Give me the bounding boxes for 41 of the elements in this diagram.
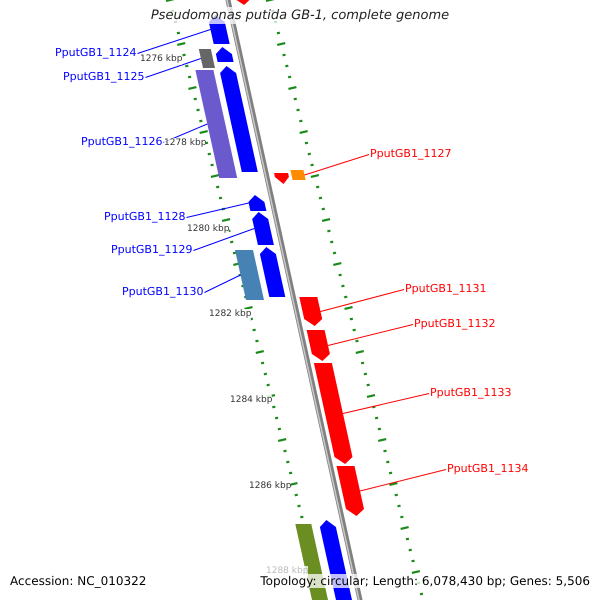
leader-line xyxy=(186,202,250,218)
gene-bar xyxy=(248,195,266,211)
gene-bar xyxy=(336,466,364,516)
leader-line xyxy=(320,289,404,312)
gene-bar xyxy=(306,330,330,361)
scale-label: 1280 kbp xyxy=(187,224,230,235)
leader-line xyxy=(360,469,446,492)
scale-label: 1276 kbp xyxy=(140,54,182,65)
scale-label: 1282 kbp xyxy=(209,309,252,320)
gene-label: PputGB1_1125 xyxy=(63,70,144,83)
genome-info: Accession: NC_010322 xyxy=(10,574,146,588)
gene-label: PputGB1_1132 xyxy=(414,317,496,330)
gene-bar xyxy=(220,66,258,172)
gene-label: PputGB1_1129 xyxy=(111,243,192,256)
gene-bar xyxy=(235,250,264,300)
scale-label: 1284 kbp xyxy=(230,395,272,406)
gene-label: PputGB1_1130 xyxy=(122,285,204,298)
leader-line xyxy=(328,324,414,346)
leader-line xyxy=(136,29,211,54)
gene-bar xyxy=(299,297,322,326)
genome-info: Topology: circular; Length: 6,078,430 bp; Genes: 5,506 xyxy=(260,574,590,588)
leader-line xyxy=(204,274,241,293)
gene-bar xyxy=(314,363,352,464)
gene-bar xyxy=(216,47,234,62)
gene-bar xyxy=(274,173,289,184)
gene-label: PputGB1_1133 xyxy=(430,386,512,399)
leader-line xyxy=(144,58,202,78)
gene-bar xyxy=(198,49,215,68)
gene-bar xyxy=(260,247,286,297)
scale-label: 1278 kbp xyxy=(164,138,206,149)
leader-line xyxy=(304,154,370,176)
scale-label: 1286 kbp xyxy=(249,481,292,492)
gene-label: PputGB1_1127 xyxy=(370,147,452,160)
gene-label: PputGB1_1128 xyxy=(104,210,186,223)
gene-label: PputGB1_1134 xyxy=(447,462,528,475)
gene-label: PputGB1_1124 xyxy=(55,46,136,59)
gene-label: PputGB1_1126 xyxy=(81,135,162,148)
gene-label: PputGB1_1131 xyxy=(405,282,486,295)
leader-line xyxy=(342,393,430,414)
gene-bar xyxy=(290,170,306,180)
leader-line xyxy=(192,228,255,251)
